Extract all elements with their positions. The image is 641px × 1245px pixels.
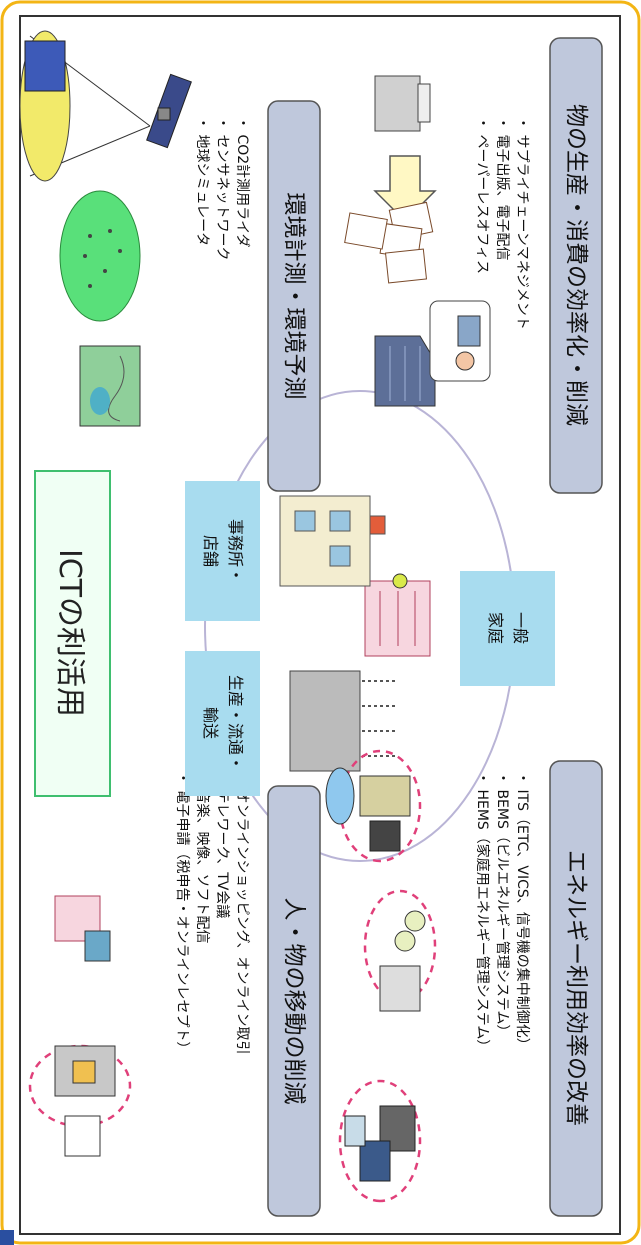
shop-building-icon <box>279 495 386 587</box>
office-building-icon <box>374 335 436 407</box>
package-icon <box>72 1060 96 1084</box>
pc-icon <box>84 930 111 962</box>
traffic-signal-icon <box>379 1105 416 1152</box>
bullet-goods-3: ・ ペーパーレスオフィス <box>474 116 490 274</box>
bullet-env-2: ・ センサネットワーク <box>214 116 230 260</box>
bullet-env-1: ・ CO2計測用ライダ <box>234 116 250 248</box>
refrigerator-icon <box>359 775 411 817</box>
header-people-box: 人・物の移動の削減 <box>267 785 321 1217</box>
corner-marker <box>0 1230 14 1245</box>
sector-home-line2: 家庭 <box>486 612 505 644</box>
factory-icon <box>289 670 395 772</box>
sector-office-line2: 店舗 <box>201 535 220 567</box>
header-environment: 環境計測・環境予測 <box>281 193 307 400</box>
desk-worker-icon <box>64 1115 101 1157</box>
header-environment-box: 環境計測・環境予測 <box>267 100 321 492</box>
sector-production: 生産・流通・ 輸送 <box>185 651 260 796</box>
bullet-goods-1: ・ サプライチェーンマネジメント <box>514 116 530 330</box>
rotated-diagram: 物の生産・消費の効率化・削減 環境計測・環境予測 エネルギー利用効率の改善 人・… <box>19 30 603 1217</box>
header-people: 人・物の移動の削減 <box>281 898 307 1105</box>
sector-office-line1: 事務所・ <box>226 519 245 583</box>
header-energy: エネルギー利用効率の改善 <box>563 850 589 1126</box>
its-group <box>338 1079 422 1203</box>
store-icon <box>54 895 101 942</box>
center-label-box: ICTの利活用 <box>34 470 111 797</box>
server-icon <box>379 965 421 1012</box>
bullet-energy-1: ・ ITS（ETC、VICS、信号機の集中制御化） <box>514 771 531 1052</box>
device-icon <box>344 1115 366 1147</box>
header-goods: 物の生産・消費の効率化・削減 <box>563 104 589 426</box>
bullet-people-2: ・ テレワーク、TV会議 <box>214 771 231 918</box>
sector-office: 事務所・ 店舗 <box>185 481 260 621</box>
bullet-energy-3: ・ HEMS（家庭用エネルギー管理システム） <box>474 771 491 1053</box>
computer-user-icon <box>429 300 491 382</box>
bullet-energy-2: ・ BEMS（ビルエネルギー管理システム） <box>494 771 510 1038</box>
header-energy-box: エネルギー利用効率の改善 <box>549 760 603 1217</box>
sector-production-line2: 輸送 <box>201 707 220 739</box>
sensor-network-icon <box>59 190 141 322</box>
shopping-group <box>54 895 111 962</box>
car-icon <box>359 1140 391 1182</box>
sector-production-line1: 生産・流通・ <box>226 675 245 771</box>
bullets-environment: ・ CO2計測用ライダ ・ センサネットワーク ・ 地球シミュレータ <box>194 116 250 260</box>
person-icon <box>392 573 408 589</box>
printer-icon <box>374 75 431 132</box>
bullet-goods-2: ・ 電子出版、電子配信 <box>494 116 510 260</box>
earth-simulator-map-icon <box>79 345 141 427</box>
bullets-people: ・ オンラインショッピング、オンライン取引 ・ テレワーク、TV会議 ・ 音楽、… <box>174 771 250 1055</box>
bullet-people-3: ・ 音楽、映像、ソフト配信 <box>194 771 211 943</box>
sector-home-line1: 一般 <box>511 612 530 644</box>
house-icon <box>364 580 431 657</box>
bulb-icon <box>404 910 426 932</box>
globe-icon <box>19 30 71 182</box>
tv-icon <box>369 820 401 852</box>
hems-group <box>325 749 422 863</box>
bullet-env-3: ・ 地球シミュレータ <box>194 116 210 246</box>
bems-group <box>363 889 437 1012</box>
bulb-icon <box>394 930 416 952</box>
sector-home: 一般 家庭 <box>460 571 555 686</box>
bullets-energy: ・ ITS（ETC、VICS、信号機の集中制御化） ・ BEMS（ビルエネルギー… <box>474 771 531 1053</box>
bullets-goods: ・ サプライチェーンマネジメント ・ 電子出版、電子配信 ・ ペーパーレスオフィ… <box>474 116 530 330</box>
center-label: ICTの利活用 <box>52 549 87 717</box>
telework-group <box>28 1044 132 1157</box>
bathtub-icon <box>325 767 355 825</box>
header-goods-box: 物の生産・消費の効率化・削減 <box>549 37 603 494</box>
bullet-people-1: ・ オンラインショッピング、オンライン取引 <box>234 771 250 1054</box>
papers-icon <box>344 201 434 284</box>
bullet-people-4: ・ 電子申請（税申告・オンラインレセプト） <box>174 771 190 1055</box>
